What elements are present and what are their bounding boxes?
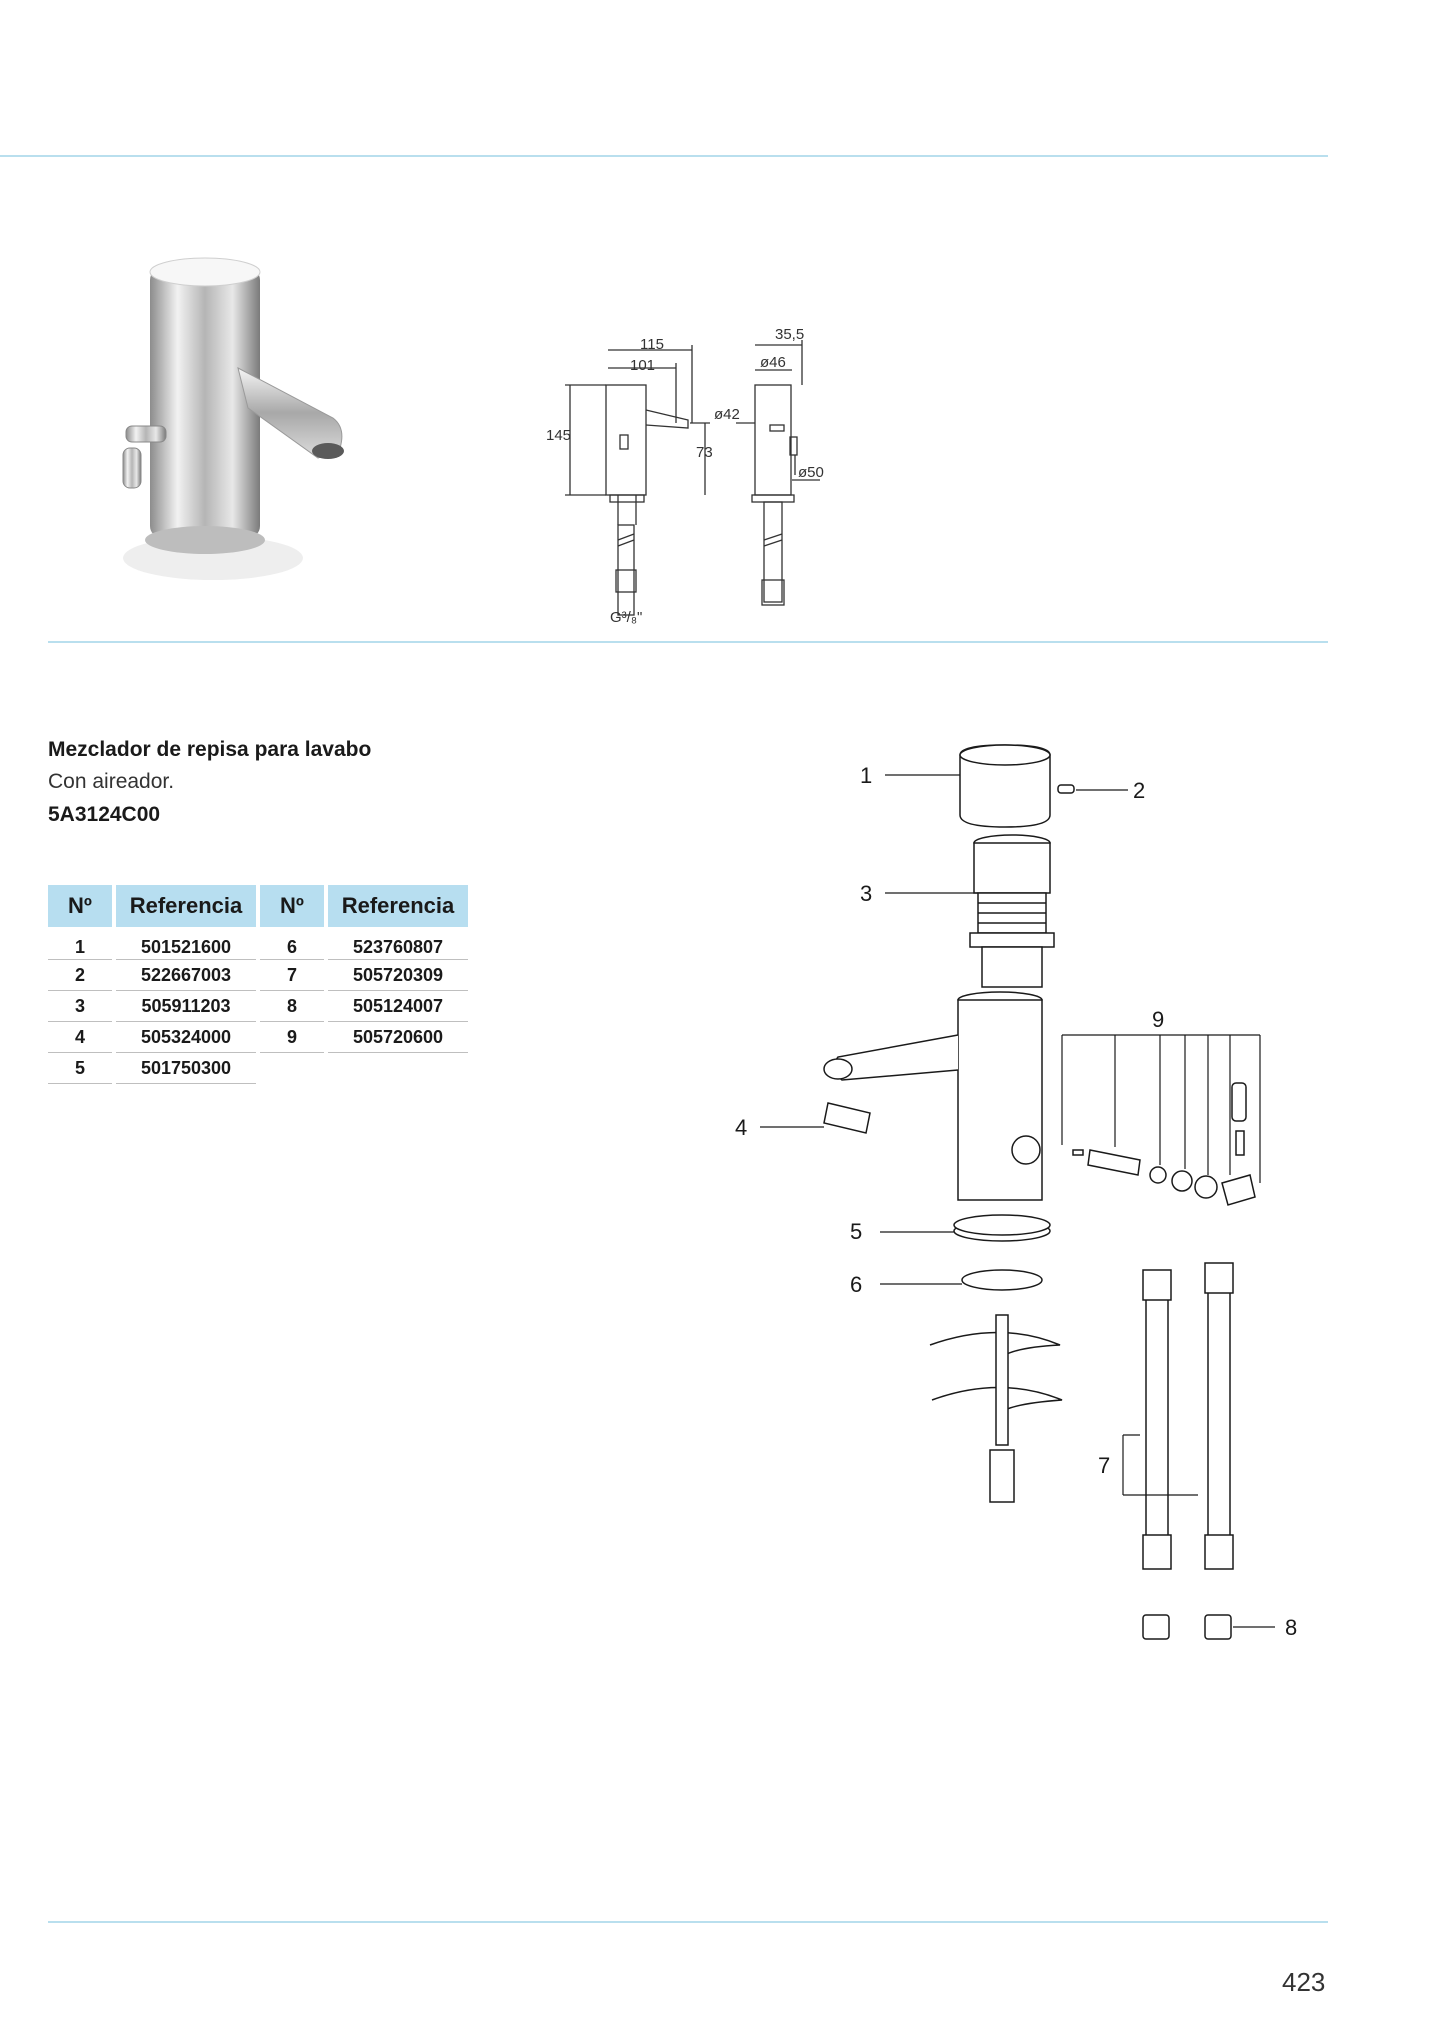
label-part-4: 4 [735, 1115, 747, 1140]
dim-height-total: 145 [546, 427, 571, 444]
part-number: 9 [260, 1022, 324, 1053]
label-part-2: 2 [1133, 778, 1145, 803]
parts-table: Nº Referencia Nº Referencia 1 501521600 … [44, 885, 472, 1084]
dim-diameter-body: ø42 [714, 406, 740, 423]
part-number: 5 [48, 1053, 112, 1084]
dim-width-total: 115 [640, 336, 664, 353]
bottom-divider [48, 1921, 1328, 1923]
table-row: 2 522667003 7 505720309 [48, 960, 468, 991]
dim-height-spout: 73 [696, 444, 713, 461]
part-number: 6 [260, 927, 324, 960]
product-subtitle: Con aireador. [48, 770, 175, 793]
part-reference: 505720309 [328, 960, 468, 991]
table-row: 5 501750300 [48, 1053, 468, 1084]
dim-offset: 35,5 [775, 326, 804, 343]
label-part-7: 7 [1098, 1453, 1110, 1478]
dim-width-spout: 101 [630, 357, 655, 374]
part-reference [328, 1053, 468, 1084]
part-number: 3 [48, 991, 112, 1022]
middle-divider [48, 641, 1328, 643]
part-number: 8 [260, 991, 324, 1022]
product-title: Mezclador de repisa para lavabo [48, 738, 372, 761]
label-part-3: 3 [860, 881, 872, 906]
faucet-photo [122, 257, 344, 580]
parts-table-header: Nº Referencia Nº Referencia [48, 885, 468, 927]
top-divider [0, 155, 1328, 157]
part-number: 4 [48, 1022, 112, 1053]
dim-diameter-top: ø46 [760, 354, 786, 371]
part-number: 7 [260, 960, 324, 991]
part-reference: 505911203 [116, 991, 256, 1022]
page-number: 423 [1282, 1967, 1326, 1997]
part-number: 1 [48, 927, 112, 960]
header-number-1: Nº [48, 885, 112, 927]
header-reference-2: Referencia [328, 885, 468, 927]
dim-thread: G³/₈" [610, 609, 642, 625]
header-reference-1: Referencia [116, 885, 256, 927]
label-part-5: 5 [850, 1219, 862, 1244]
part-reference: 505324000 [116, 1022, 256, 1053]
part-reference: 523760807 [328, 927, 468, 960]
part-reference: 501521600 [116, 927, 256, 960]
part-reference: 501750300 [116, 1053, 256, 1084]
dimension-drawing: 115 101 145 73 G³/₈" 35,5 ø46 ø42 ø50 [546, 326, 824, 625]
part-reference: 505720600 [328, 1022, 468, 1053]
part-reference: 522667003 [116, 960, 256, 991]
table-row: 4 505324000 9 505720600 [48, 1022, 468, 1053]
part-number [260, 1053, 324, 1084]
dim-diameter-base: ø50 [798, 464, 824, 481]
label-part-6: 6 [850, 1272, 862, 1297]
part-number: 2 [48, 960, 112, 991]
label-part-9: 9 [1152, 1007, 1164, 1032]
table-row: 1 501521600 6 523760807 [48, 927, 468, 960]
exploded-parts-diagram: 1 2 3 4 5 6 7 8 9 [735, 744, 1297, 1640]
label-part-8: 8 [1285, 1615, 1297, 1640]
header-number-2: Nº [260, 885, 324, 927]
product-code: 5A3124C00 [48, 803, 161, 826]
part-reference: 505124007 [328, 991, 468, 1022]
table-row: 3 505911203 8 505124007 [48, 991, 468, 1022]
label-part-1: 1 [860, 763, 872, 788]
